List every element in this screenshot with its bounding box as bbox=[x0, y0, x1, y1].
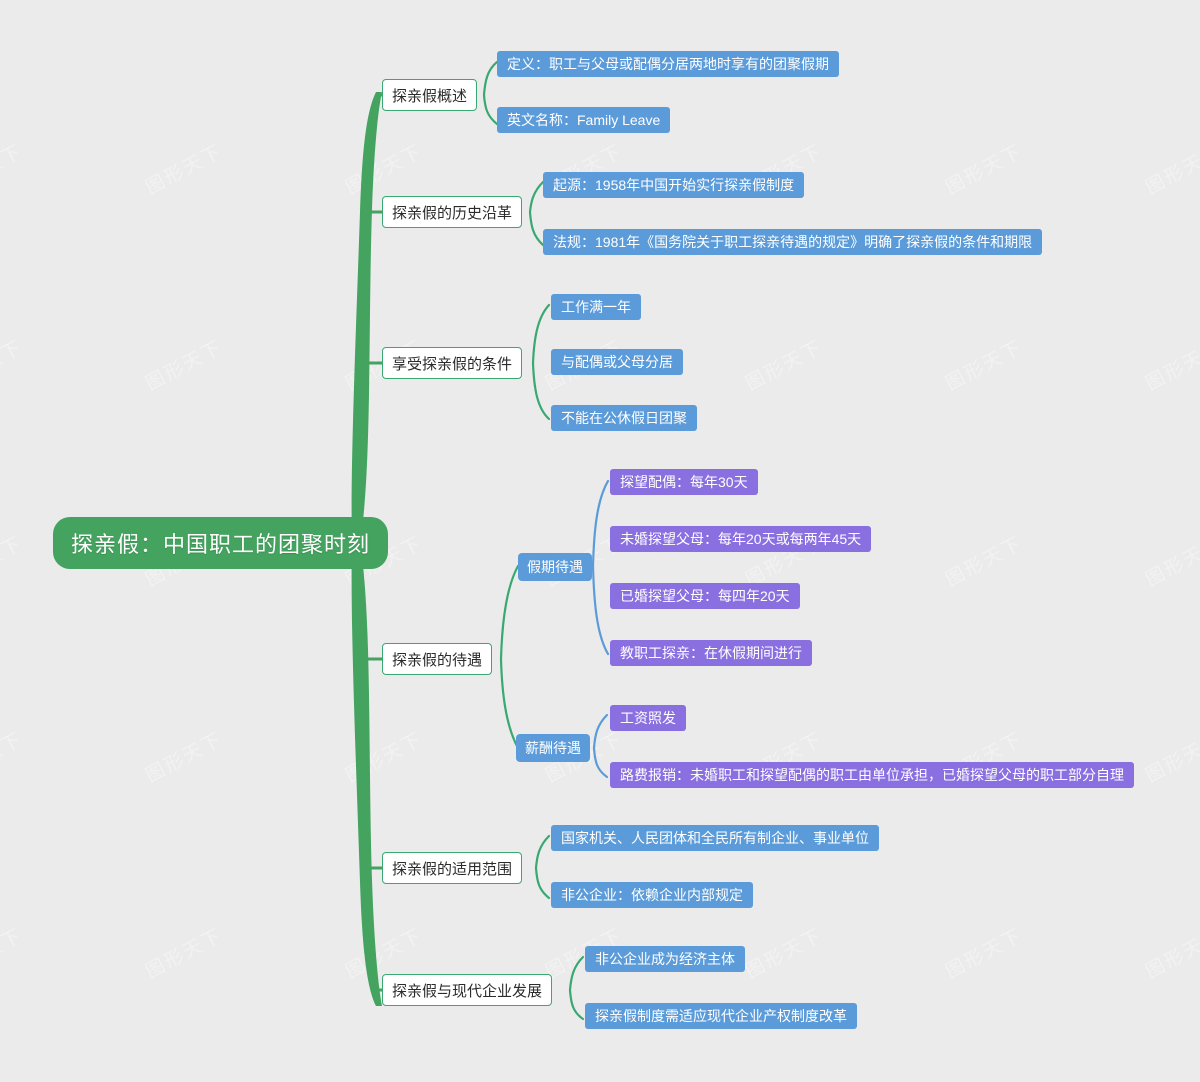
group-node-4-2[interactable]: 薪酬待遇 bbox=[516, 734, 590, 762]
bracket-b2 bbox=[528, 180, 545, 247]
leaf-label-4-1-3: 已婚探望父母：每四年20天 bbox=[620, 588, 790, 604]
leaf-node-3-3[interactable]: 不能在公休假日团聚 bbox=[551, 405, 697, 431]
branch-label-1: 探亲假概述 bbox=[392, 87, 468, 105]
trunk-lower bbox=[351, 543, 382, 1006]
leaf-label-3-3: 不能在公休假日团聚 bbox=[561, 410, 687, 426]
leaf-node-4-2-1[interactable]: 工资照发 bbox=[610, 705, 686, 731]
leaf-node-4-1-4[interactable]: 教职工探亲：在休假期间进行 bbox=[610, 640, 812, 666]
branch-node-6[interactable]: 探亲假与现代企业发展 bbox=[382, 974, 553, 1006]
leaf-node-4-1-2[interactable]: 未婚探望父母：每年20天或每两年45天 bbox=[610, 526, 872, 552]
leaf-node-2-2[interactable]: 法规：1981年《国务院关于职工探亲待遇的规定》明确了探亲假的条件和期限 bbox=[543, 229, 1043, 255]
leaf-node-5-2[interactable]: 非公企业：依赖企业内部规定 bbox=[551, 882, 753, 908]
leaf-label-5-1: 国家机关、人民团体和全民所有制企业、事业单位 bbox=[561, 830, 869, 846]
bracket-b3 bbox=[531, 303, 551, 421]
leaf-label-1-2: 英文名称：Family Leave bbox=[507, 112, 661, 128]
trunk-upper bbox=[351, 92, 382, 543]
root-node[interactable]: 探亲假：中国职工的团聚时刻 bbox=[53, 517, 389, 569]
leaf-label-5-2: 非公企业：依赖企业内部规定 bbox=[561, 887, 743, 903]
branch-label-5: 探亲假的适用范围 bbox=[392, 860, 513, 878]
leaf-node-3-2[interactable]: 与配偶或父母分居 bbox=[551, 349, 683, 375]
leaf-label-3-2: 与配偶或父母分居 bbox=[561, 354, 673, 370]
leaf-label-6-2: 探亲假制度需适应现代企业产权制度改革 bbox=[595, 1008, 847, 1024]
bracket-g2 bbox=[592, 713, 609, 779]
leaf-node-2-1[interactable]: 起源：1958年中国开始实行探亲假制度 bbox=[543, 172, 805, 198]
leaf-node-6-2[interactable]: 探亲假制度需适应现代企业产权制度改革 bbox=[585, 1003, 857, 1029]
leaf-label-2-2: 法规：1981年《国务院关于职工探亲待遇的规定》明确了探亲假的条件和期限 bbox=[553, 234, 1033, 250]
branch-node-1[interactable]: 探亲假概述 bbox=[382, 79, 478, 111]
leaf-node-4-1-3[interactable]: 已婚探望父母：每四年20天 bbox=[610, 583, 800, 609]
branch-node-2[interactable]: 探亲假的历史沿革 bbox=[382, 196, 523, 228]
bracket-b4 bbox=[499, 564, 520, 750]
leaf-node-6-1[interactable]: 非公企业成为经济主体 bbox=[585, 946, 745, 972]
root-label: 探亲假：中国职工的团聚时刻 bbox=[71, 532, 371, 557]
branch-node-5[interactable]: 探亲假的适用范围 bbox=[382, 852, 523, 884]
group-label-4-2: 薪酬待遇 bbox=[525, 740, 581, 756]
branch-label-6: 探亲假与现代企业发展 bbox=[392, 982, 543, 1000]
branch-node-3[interactable]: 享受探亲假的条件 bbox=[382, 347, 523, 379]
leaf-label-4-2-1: 工资照发 bbox=[620, 710, 676, 726]
leaf-label-1-1: 定义：职工与父母或配偶分居两地时享有的团聚假期 bbox=[507, 56, 829, 72]
group-node-4-1[interactable]: 假期待遇 bbox=[518, 553, 592, 581]
branch-label-3: 享受探亲假的条件 bbox=[392, 355, 513, 373]
leaf-label-4-2-2: 路费报销：未婚职工和探望配偶的职工由单位承担，已婚探望父母的职工部分自理 bbox=[620, 767, 1124, 783]
leaf-node-1-1[interactable]: 定义：职工与父母或配偶分居两地时享有的团聚假期 bbox=[497, 51, 839, 77]
leaf-label-2-1: 起源：1958年中国开始实行探亲假制度 bbox=[553, 177, 795, 193]
bracket-b6 bbox=[568, 955, 585, 1021]
branch-node-4[interactable]: 探亲假的待遇 bbox=[382, 643, 493, 675]
bracket-g1 bbox=[591, 479, 610, 656]
leaf-label-4-1-4: 教职工探亲：在休假期间进行 bbox=[620, 645, 802, 661]
leaf-node-3-1[interactable]: 工作满一年 bbox=[551, 294, 641, 320]
leaf-node-1-2[interactable]: 英文名称：Family Leave bbox=[497, 107, 671, 133]
bracket-b1 bbox=[482, 60, 499, 126]
leaf-label-6-1: 非公企业成为经济主体 bbox=[595, 951, 735, 967]
leaf-label-4-1-1: 探望配偶：每年30天 bbox=[620, 474, 748, 490]
branch-label-4: 探亲假的待遇 bbox=[392, 651, 483, 669]
leaf-node-4-2-2[interactable]: 路费报销：未婚职工和探望配偶的职工由单位承担，已婚探望父母的职工部分自理 bbox=[610, 762, 1134, 788]
leaf-label-3-1: 工作满一年 bbox=[561, 299, 631, 315]
bracket-b5 bbox=[534, 834, 551, 900]
leaf-label-4-1-2: 未婚探望父母：每年20天或每两年45天 bbox=[620, 531, 862, 547]
group-label-4-1: 假期待遇 bbox=[527, 559, 583, 575]
branch-label-2: 探亲假的历史沿革 bbox=[392, 204, 513, 222]
leaf-node-4-1-1[interactable]: 探望配偶：每年30天 bbox=[610, 469, 758, 495]
leaf-node-5-1[interactable]: 国家机关、人民团体和全民所有制企业、事业单位 bbox=[551, 825, 879, 851]
